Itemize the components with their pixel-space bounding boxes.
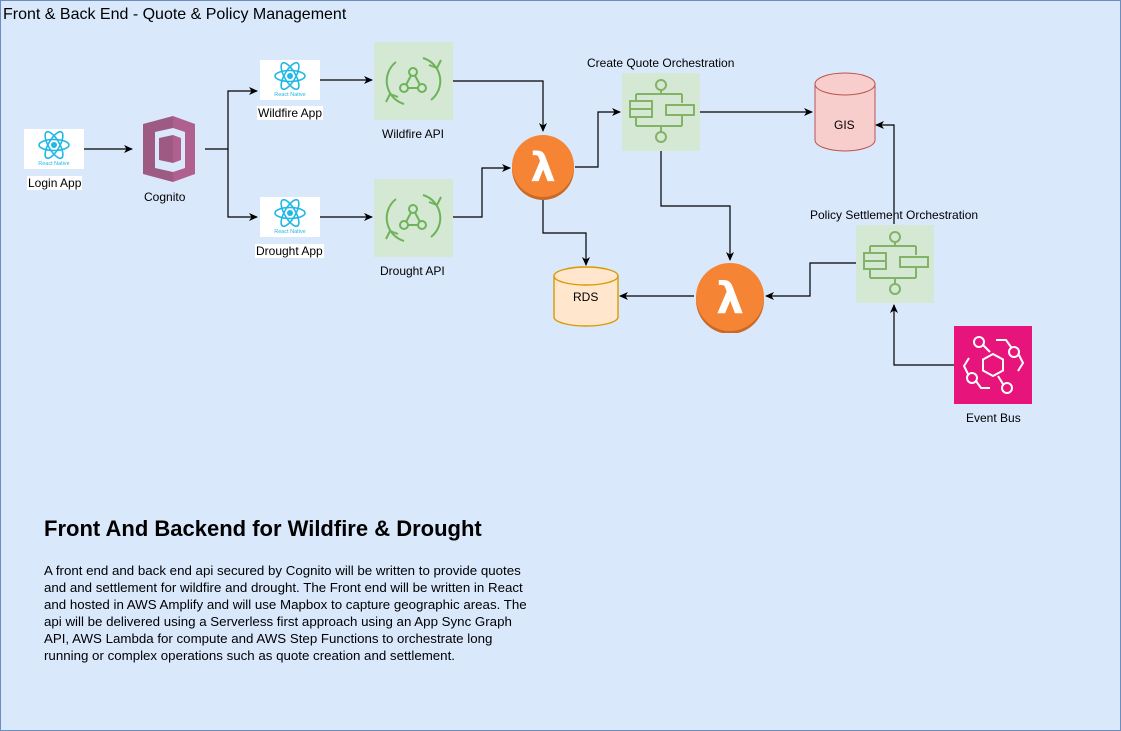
edge-create-quote-lambda2 bbox=[660, 151, 734, 261]
react-native-icon: React Native bbox=[38, 130, 70, 167]
drought-api-node[interactable] bbox=[374, 179, 453, 257]
lambda-settlement-node[interactable]: λ bbox=[695, 263, 765, 334]
diagram-title: Front & Back End - Quote & Policy Manage… bbox=[3, 6, 347, 23]
appsync-icon bbox=[385, 194, 442, 242]
svg-text:React Native: React Native bbox=[274, 92, 306, 98]
wildfire-api-label: Wildfire API bbox=[382, 127, 445, 141]
step-functions-icon bbox=[863, 231, 929, 295]
database-icon bbox=[814, 72, 876, 152]
gis-label: GIS bbox=[834, 118, 855, 132]
login-app-label: Login App bbox=[27, 176, 83, 190]
description-body: A front end and back end api secured by … bbox=[44, 563, 527, 663]
cognito-label: Cognito bbox=[144, 190, 186, 204]
svg-text:λ: λ bbox=[716, 273, 744, 324]
policy-settlement-orchestration-node[interactable] bbox=[856, 225, 934, 303]
edge-cognito-wildfire-app bbox=[205, 87, 258, 150]
lambda-quote-node[interactable]: λ bbox=[511, 134, 575, 200]
create-quote-orchestration-node[interactable] bbox=[622, 73, 700, 151]
gis-node[interactable] bbox=[814, 72, 876, 152]
react-native-icon: React Native bbox=[274, 198, 306, 235]
lambda-icon: λ bbox=[696, 263, 764, 334]
edge-drought-api-lambda bbox=[453, 164, 511, 218]
eventbridge-icon bbox=[962, 336, 1025, 394]
cognito-node[interactable] bbox=[133, 116, 205, 182]
event-bus-label: Event Bus bbox=[966, 411, 1021, 425]
description-heading: Front And Backend for Wildfire & Drought bbox=[44, 516, 482, 541]
login-app-node[interactable]: React Native bbox=[24, 129, 84, 169]
wildfire-app-node[interactable]: React Native bbox=[260, 60, 320, 100]
step-functions-icon bbox=[629, 79, 695, 143]
event-bus-node[interactable] bbox=[954, 326, 1032, 404]
drought-app-label: Drought App bbox=[255, 244, 324, 258]
edge-lambda-create-quote bbox=[575, 108, 621, 168]
edge-lambda-rds bbox=[542, 200, 590, 266]
cognito-icon bbox=[143, 116, 195, 182]
database-icon bbox=[553, 266, 619, 327]
lambda-icon: λ bbox=[512, 135, 574, 200]
drought-app-node[interactable]: React Native bbox=[260, 197, 320, 237]
edge-policy-gis bbox=[875, 121, 895, 224]
edge-cognito-drought-app bbox=[227, 149, 258, 221]
svg-text:λ: λ bbox=[530, 145, 555, 191]
rds-label: RDS bbox=[573, 290, 599, 304]
edge-policy-lambda2 bbox=[765, 262, 856, 300]
svg-text:React Native: React Native bbox=[38, 161, 70, 167]
create-quote-orchestration-label: Create Quote Orchestration bbox=[587, 56, 735, 70]
rds-node[interactable] bbox=[553, 266, 619, 327]
appsync-icon bbox=[385, 57, 442, 105]
react-native-icon: React Native bbox=[274, 61, 306, 98]
edge-eventbus-policy bbox=[890, 304, 954, 366]
policy-settlement-orchestration-label: Policy Settlement Orchestration bbox=[810, 208, 979, 222]
wildfire-api-node[interactable] bbox=[374, 42, 453, 120]
wildfire-app-label: Wildfire App bbox=[257, 106, 324, 120]
edge-wildfire-api-lambda bbox=[453, 80, 547, 132]
svg-text:React Native: React Native bbox=[274, 229, 306, 235]
drought-api-label: Drought API bbox=[380, 264, 445, 278]
